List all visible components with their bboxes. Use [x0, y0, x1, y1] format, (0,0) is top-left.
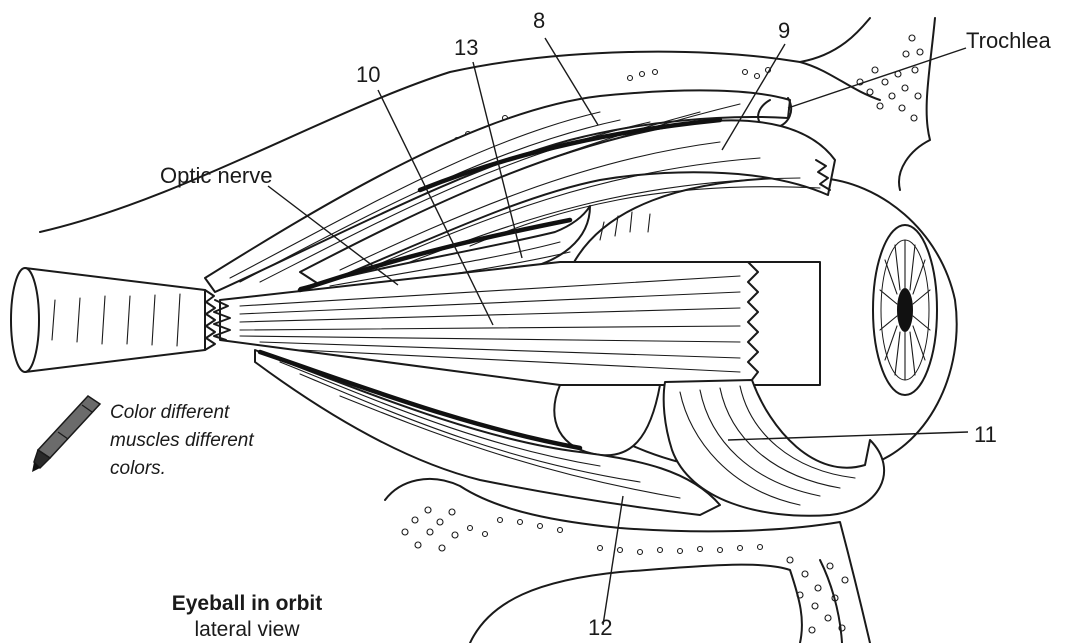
label-11: 11: [974, 422, 997, 447]
label-optic-nerve: Optic nerve: [160, 163, 273, 188]
note-line-1: Color different: [110, 402, 230, 423]
note-line-2: muscles different: [110, 430, 254, 451]
note-line-3: colors.: [110, 458, 166, 479]
label-9: 9: [778, 18, 790, 43]
label-12: 12: [588, 615, 612, 640]
label-13: 13: [454, 35, 478, 60]
figure-title: Eyeball in orbit: [172, 592, 323, 615]
optic-nerve: [11, 268, 215, 372]
figure-subtitle: lateral view: [194, 618, 300, 641]
crayon-icon: [32, 396, 100, 472]
muscle-10: [220, 262, 820, 385]
label-10: 10: [356, 62, 380, 87]
label-8: 8: [533, 8, 545, 33]
label-trochlea: Trochlea: [966, 28, 1052, 53]
